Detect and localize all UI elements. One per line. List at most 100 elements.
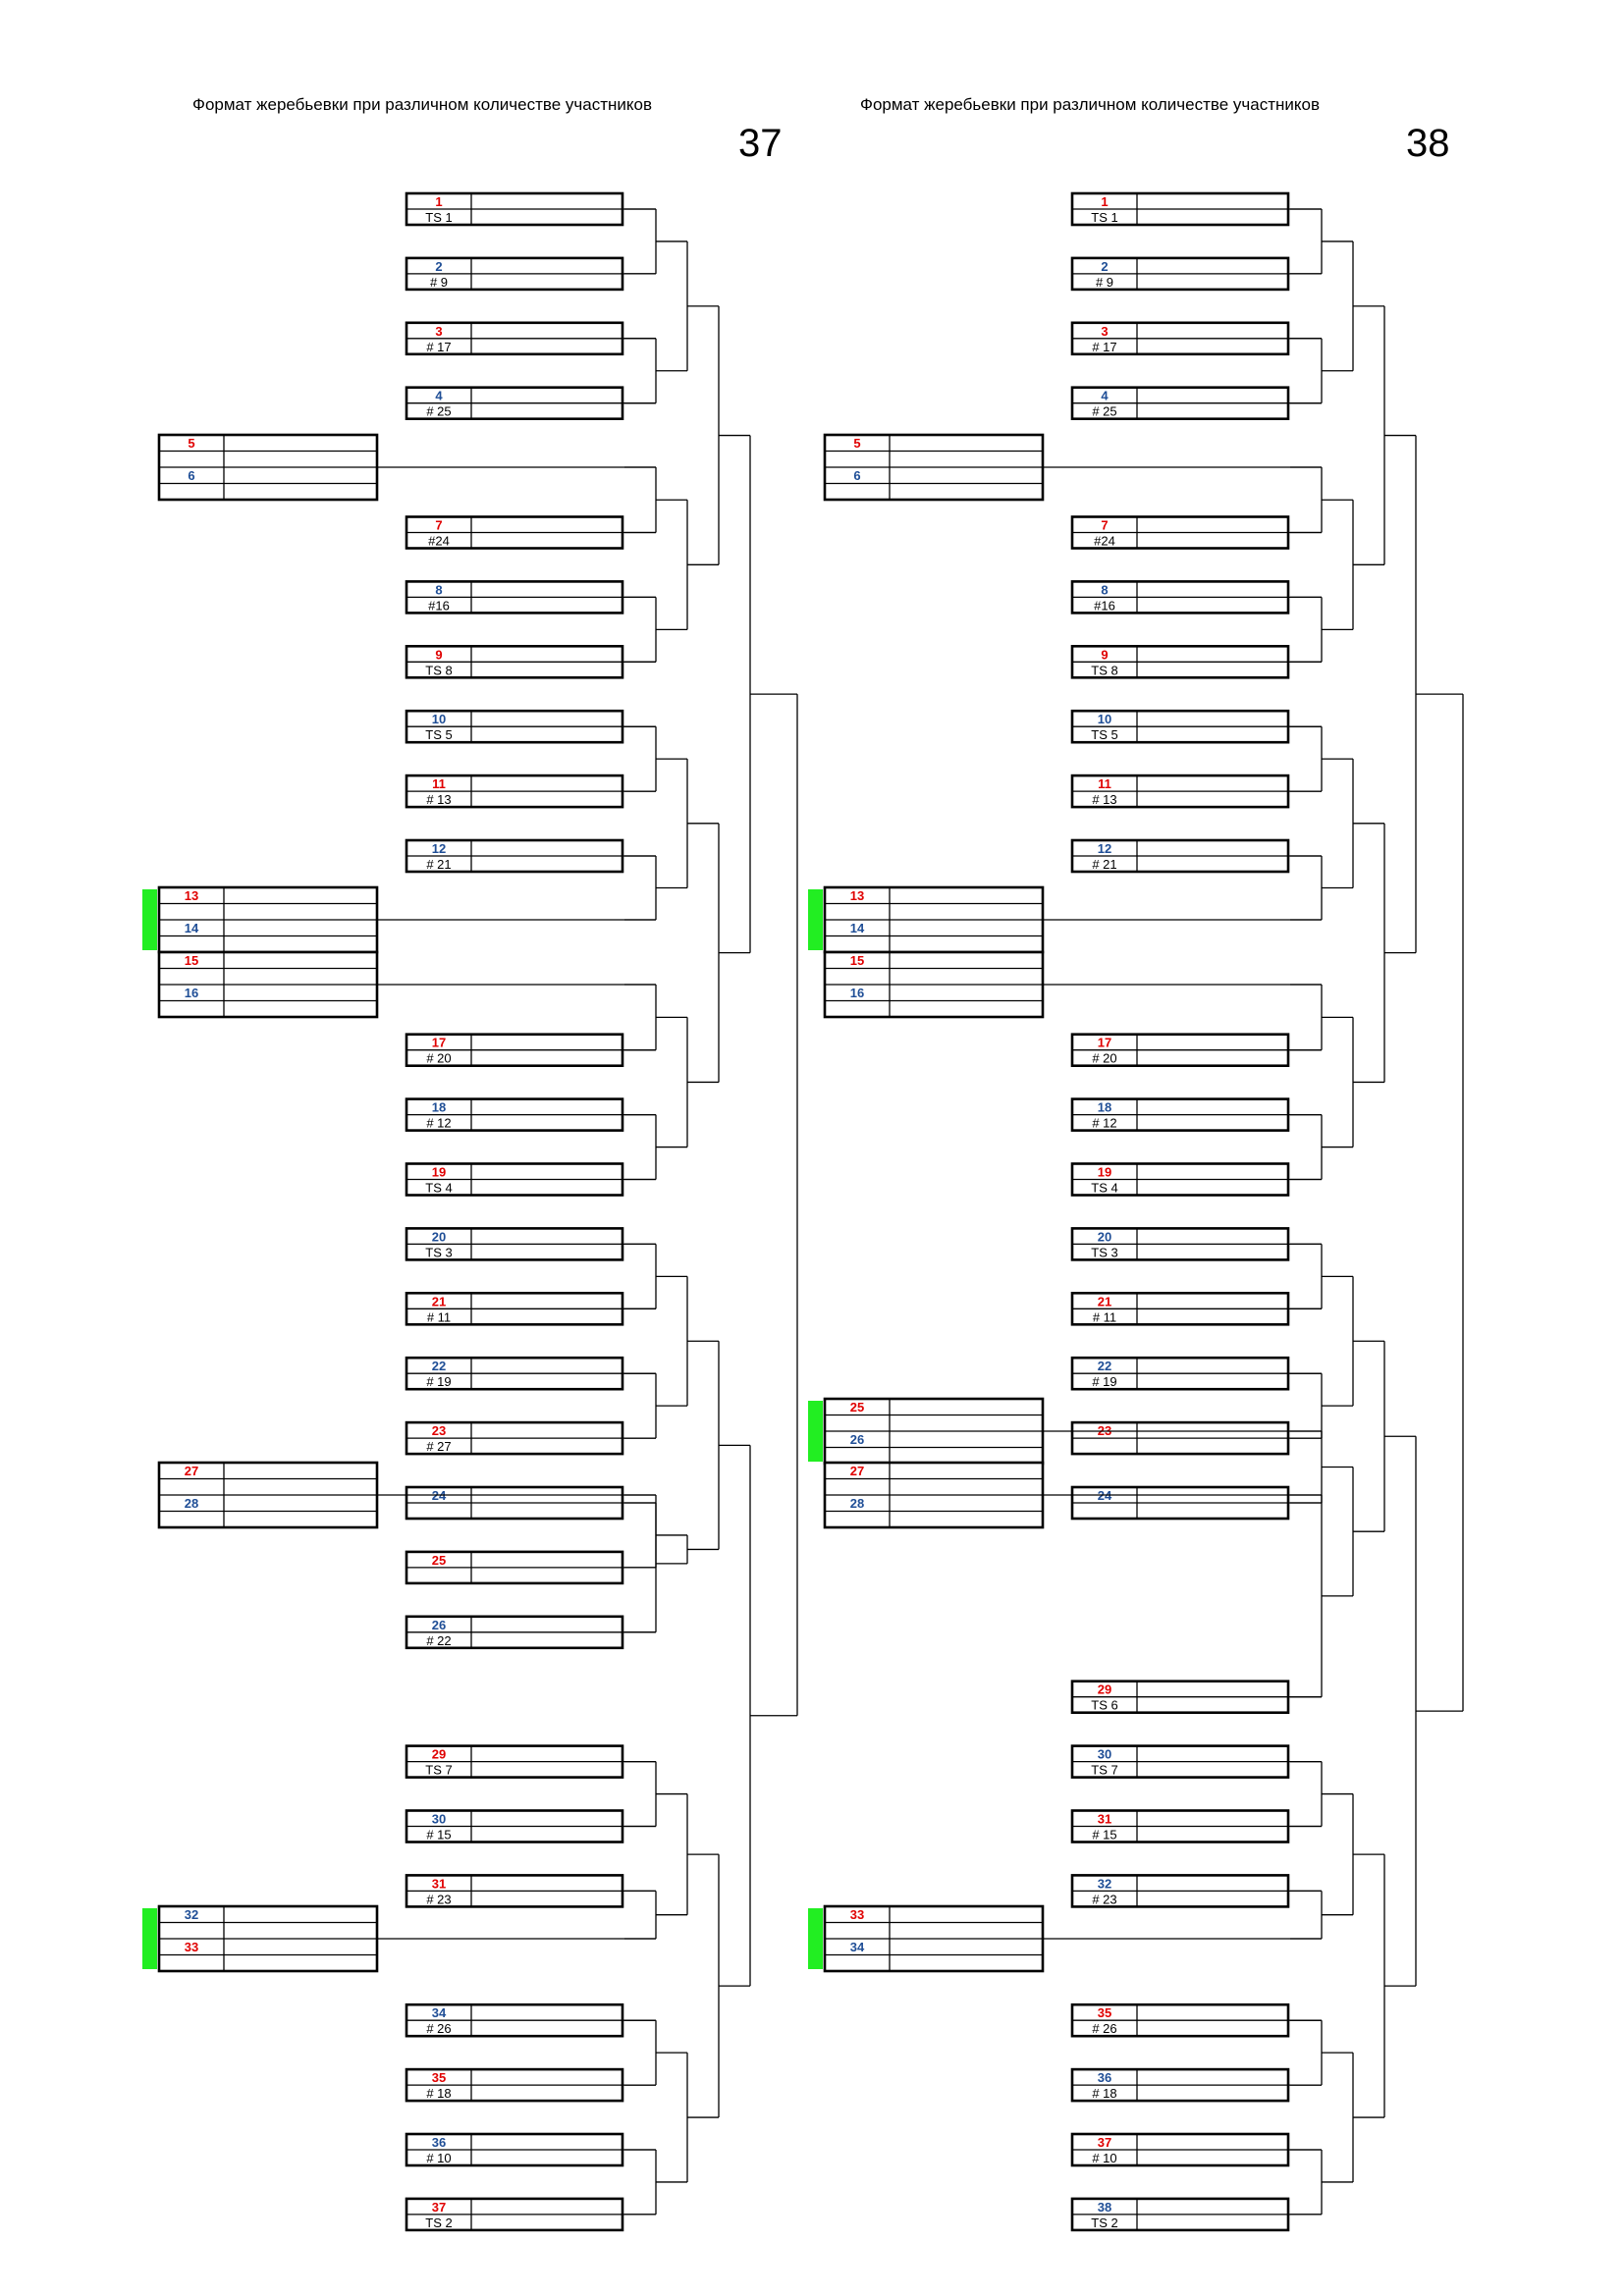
- slot-number: 33: [850, 1907, 864, 1922]
- slot-seed: # 26: [1092, 2021, 1116, 2036]
- slot-number: 18: [1098, 1100, 1111, 1115]
- slot-number: 25: [850, 1400, 864, 1415]
- slot-number: 37: [1098, 2135, 1111, 2150]
- slot-number: 25: [432, 1553, 446, 1568]
- slot-number: 14: [850, 921, 865, 935]
- slot-seed: # 25: [1092, 404, 1116, 419]
- slot-seed: # 19: [1092, 1374, 1116, 1389]
- green-marker: [808, 889, 823, 950]
- slot-seed: # 21: [1092, 857, 1116, 872]
- slot-seed: # 15: [426, 1828, 451, 1842]
- slot-number: 34: [850, 1940, 865, 1954]
- slot-seed: #16: [428, 598, 450, 613]
- slot-seed: # 20: [1092, 1051, 1116, 1066]
- slot-number: 37: [432, 2200, 446, 2215]
- slot-number: 26: [432, 1618, 446, 1632]
- slot-seed: TS 6: [1091, 1698, 1117, 1713]
- slot-number: 32: [1098, 1876, 1111, 1891]
- page-number-37: 37: [738, 122, 783, 165]
- slot-number: 4: [435, 389, 443, 403]
- slot-seed: TS 7: [425, 1763, 452, 1778]
- slot-number: 28: [185, 1496, 198, 1511]
- slot-number: 29: [1098, 1682, 1111, 1697]
- page-number-38: 38: [1406, 122, 1450, 165]
- slot-seed: # 11: [1093, 1309, 1116, 1324]
- slot-number: 27: [850, 1464, 864, 1478]
- slot-seed: TS 4: [425, 1181, 452, 1196]
- slot-seed: TS 1: [425, 210, 452, 225]
- green-marker: [142, 889, 157, 950]
- page-header-38: Формат жеребьевки при различном количест…: [860, 95, 1320, 114]
- slot-number: 15: [185, 953, 198, 968]
- slot-number: 17: [432, 1036, 446, 1050]
- slot-seed: # 10: [1092, 2151, 1116, 2165]
- slot-seed: # 10: [426, 2151, 451, 2165]
- slot-seed: #24: [428, 534, 450, 549]
- slot-number: 36: [432, 2135, 446, 2150]
- slot-seed: TS 3: [1091, 1245, 1117, 1259]
- slot-seed: TS 5: [425, 727, 452, 742]
- slot-seed: # 23: [426, 1892, 451, 1906]
- slot-number: 32: [185, 1907, 198, 1922]
- slot-number: 1: [435, 194, 442, 209]
- slot-number: 21: [432, 1294, 446, 1308]
- slot-seed: TS 2: [425, 2216, 452, 2230]
- slot-seed: # 12: [426, 1116, 451, 1131]
- slot-seed: # 18: [1092, 2086, 1116, 2101]
- slot-number: 20: [1098, 1229, 1111, 1244]
- slot-number: 12: [432, 841, 446, 856]
- slot-number: 33: [185, 1940, 198, 1954]
- slot-number: 5: [853, 436, 860, 451]
- slot-number: 21: [1098, 1294, 1111, 1308]
- slot-number: 8: [435, 582, 442, 597]
- slot-number: 4: [1101, 389, 1109, 403]
- slot-seed: # 17: [426, 340, 451, 354]
- slot-number: 10: [432, 712, 446, 726]
- slot-number: 31: [1098, 1812, 1111, 1827]
- slot-number: 3: [1101, 324, 1108, 339]
- slot-number: 9: [1101, 647, 1108, 662]
- slot-number: 16: [185, 986, 198, 1000]
- slot-seed: TS 7: [1091, 1763, 1117, 1778]
- slot-seed: #24: [1094, 534, 1115, 549]
- slot-number: 14: [185, 921, 199, 935]
- slot-seed: TS 4: [1091, 1181, 1117, 1196]
- slot-number: 19: [1098, 1165, 1111, 1180]
- green-marker: [808, 1908, 823, 1969]
- slot-seed: # 17: [1092, 340, 1116, 354]
- slot-seed: # 19: [426, 1374, 451, 1389]
- slot-number: 6: [188, 468, 194, 483]
- slot-seed: # 22: [426, 1633, 451, 1648]
- slot-number: 8: [1101, 582, 1108, 597]
- slot-seed: TS 3: [425, 1245, 452, 1259]
- page-header-37: Формат жеребьевки при различном количест…: [192, 95, 652, 114]
- slot-number: 16: [850, 986, 864, 1000]
- slot-seed: # 26: [426, 2021, 451, 2036]
- slot-seed: TS 2: [1091, 2216, 1117, 2230]
- slot-seed: # 15: [1092, 1828, 1116, 1842]
- slot-seed: # 23: [1092, 1892, 1116, 1906]
- slot-number: 34: [432, 2005, 447, 2020]
- slot-number: 23: [432, 1423, 446, 1438]
- slot-number: 13: [185, 888, 198, 903]
- slot-number: 5: [188, 436, 194, 451]
- slot-seed: TS 5: [1091, 727, 1117, 742]
- slot-number: 26: [850, 1432, 864, 1447]
- slot-number: 31: [432, 1876, 446, 1891]
- green-marker: [808, 1401, 823, 1462]
- slot-seed: # 13: [1092, 792, 1116, 807]
- slot-number: 36: [1098, 2070, 1111, 2085]
- slot-seed: # 25: [426, 404, 451, 419]
- slot-number: 27: [185, 1464, 198, 1478]
- slot-number: 18: [432, 1100, 446, 1115]
- slot-seed: TS 8: [1091, 663, 1117, 677]
- slot-seed: TS 8: [425, 663, 452, 677]
- slot-number: 29: [432, 1747, 446, 1762]
- slot-seed: #16: [1094, 598, 1115, 613]
- slot-number: 22: [432, 1359, 446, 1373]
- slot-number: 22: [1098, 1359, 1111, 1373]
- slot-number: 2: [435, 259, 442, 274]
- slot-seed: # 21: [426, 857, 451, 872]
- slot-number: 11: [432, 776, 446, 791]
